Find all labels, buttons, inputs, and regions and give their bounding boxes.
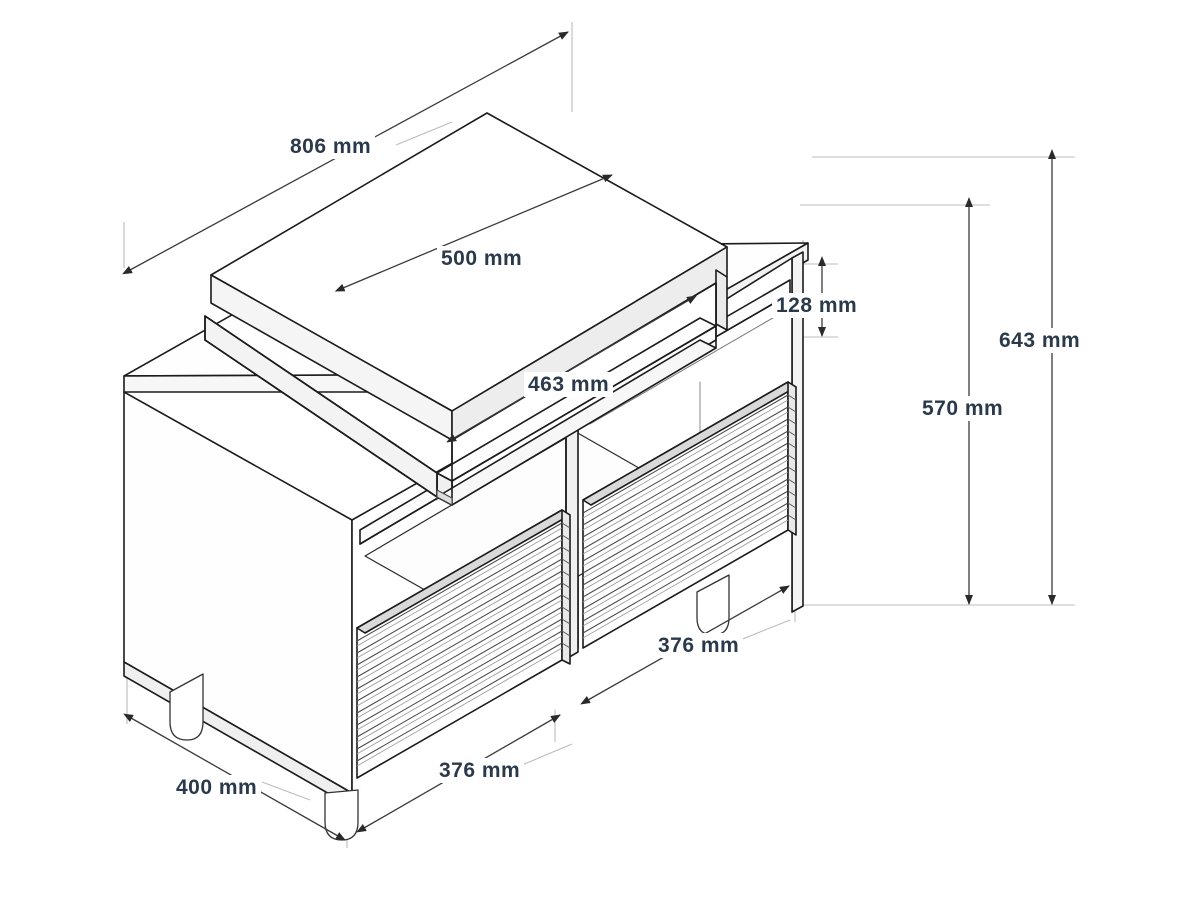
dimension-label-top-unit-opening-height: 128 mm xyxy=(772,293,862,319)
dimension-label-left-drawer-width: 376 mm xyxy=(435,758,525,784)
dimension-label-overall-depth: 400 mm xyxy=(172,775,262,801)
dimension-label-top-unit-depth: 463 mm xyxy=(524,372,614,398)
left-drawer-edge-nibs xyxy=(561,522,571,649)
furniture-outline xyxy=(123,112,809,841)
dim-arrow-463 xyxy=(446,295,697,443)
dim-arrow-500 xyxy=(334,174,613,292)
dimension-label-overall-height: 643 mm xyxy=(995,328,1085,354)
dimension-label-body-height: 570 mm xyxy=(918,396,1008,422)
dimension-label-top-unit-width: 500 mm xyxy=(437,246,527,272)
dimension-label-right-drawer-width: 376 mm xyxy=(654,633,744,659)
right-drawer-edge-nibs xyxy=(787,394,797,521)
dimension-label-overall-width: 806 mm xyxy=(286,134,376,160)
